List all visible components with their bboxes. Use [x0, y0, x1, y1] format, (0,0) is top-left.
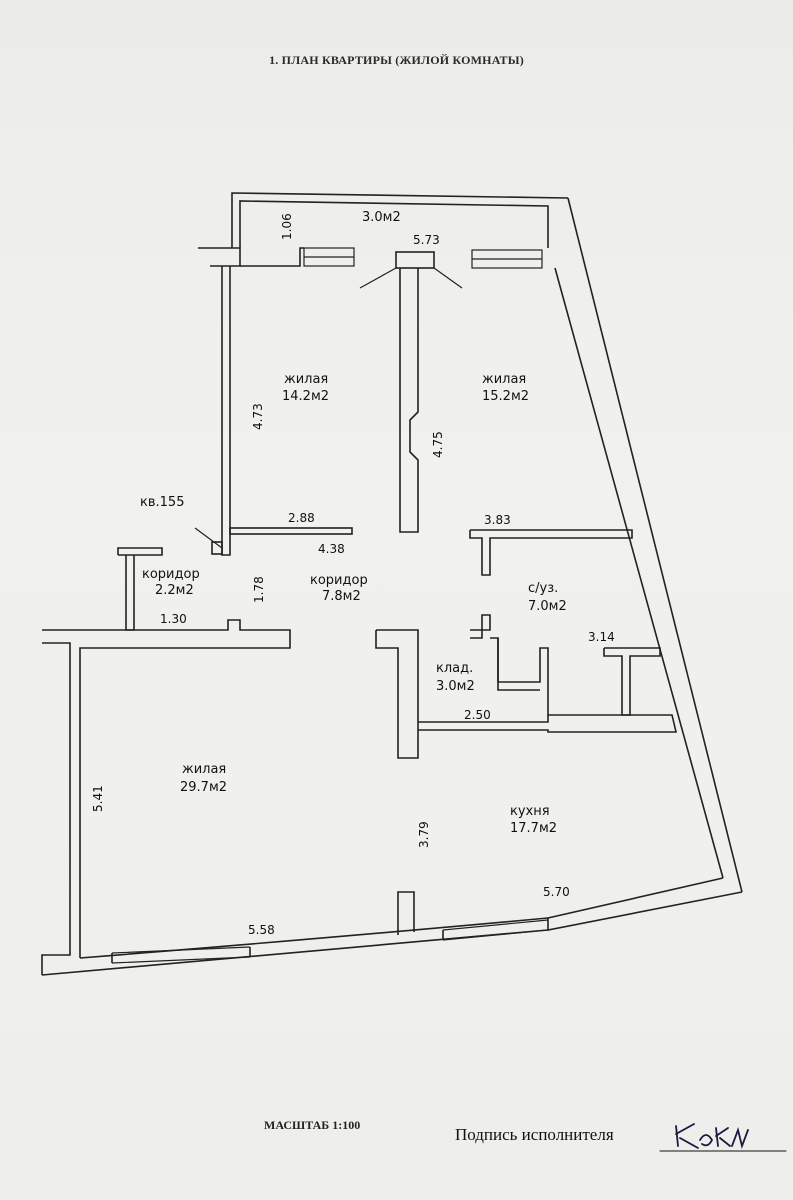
apartment-number: кв.155: [140, 495, 184, 510]
wall-between-living: [399, 268, 419, 533]
left-wall-outer: [41, 642, 71, 975]
living-2-area: 15.2м2: [482, 389, 529, 404]
bottom-window-right: [442, 919, 549, 941]
right-wall-outer: [567, 197, 743, 893]
interior-walls: [117, 266, 678, 935]
signature-handwriting: [659, 1123, 787, 1152]
living-2-name: жилая: [482, 372, 526, 387]
document-title: 1. ПЛАН КВАРТИРЫ (ЖИЛОЙ КОМНАТЫ): [269, 53, 524, 67]
dim-3-14: 3.14: [588, 630, 615, 644]
top-wall-inner: [239, 200, 549, 248]
bottom-right-corner: [547, 877, 743, 931]
storage-name: клад.: [436, 661, 473, 676]
top-windows: [198, 247, 543, 289]
signature-label: Подпись исполнителя: [455, 1125, 614, 1144]
corridor-main-name: коридор: [310, 573, 368, 588]
dim-4-75: 4.75: [431, 431, 445, 458]
dim-4-38: 4.38: [318, 542, 345, 556]
dim-3-83: 3.83: [484, 513, 511, 527]
living-1-name: жилая: [284, 372, 328, 387]
dim-5-73: 5.73: [413, 233, 440, 247]
dim-3-79: 3.79: [417, 821, 431, 848]
dim-1-78: 1.78: [252, 576, 266, 603]
balcony-area: 3.0м2: [362, 210, 401, 225]
dim-2-88: 2.88: [288, 511, 315, 525]
kitchen-bottom-divider: [397, 891, 415, 935]
outer-walls: [41, 192, 743, 976]
dim-5-70: 5.70: [543, 885, 570, 899]
bathroom-name: с/уз.: [528, 581, 558, 596]
dim-5-58: 5.58: [248, 923, 275, 937]
bathroom-area: 7.0м2: [528, 599, 567, 614]
kitchen-area: 17.7м2: [510, 821, 557, 836]
living-1-area: 14.2м2: [282, 389, 329, 404]
top-wall-outer: [231, 192, 569, 248]
dim-1-06: 1.06: [280, 213, 294, 240]
dimension-labels: 1.06 5.73 4.73 4.75 2.88 4.38 3.83 1.78 …: [91, 213, 615, 937]
room-labels: 3.0м2 жилая 14.2м2 жилая 15.2м2 кв.155 к…: [140, 210, 567, 836]
storage-area: 3.0м2: [436, 679, 475, 694]
right-wall-inner: [554, 267, 724, 879]
dim-5-41: 5.41: [91, 785, 105, 812]
kitchen-name: кухня: [510, 804, 550, 819]
wall-left-living-1: [221, 266, 231, 556]
corridor-small-area: 2.2м2: [155, 583, 194, 598]
bottom-wall-inner: [79, 917, 549, 959]
left-wall-inner: [42, 619, 291, 958]
dim-2-50: 2.50: [464, 708, 491, 722]
bathroom-top-wall: [469, 529, 633, 576]
dim-1-30: 1.30: [160, 612, 187, 626]
living-3-area: 29.7м2: [180, 780, 227, 795]
kitchen-top-wall: [418, 714, 678, 733]
living-3-name: жилая: [182, 762, 226, 777]
storage-left-wall: [375, 629, 419, 759]
dim-4-73: 4.73: [251, 403, 265, 430]
scale-label: МАСШТАБ 1:100: [264, 1118, 361, 1132]
bottom-window-left: [111, 946, 251, 964]
corridor-small-name: коридор: [142, 567, 200, 582]
small-corridor-wall: [125, 555, 135, 631]
corridor-main-area: 7.8м2: [322, 589, 361, 604]
